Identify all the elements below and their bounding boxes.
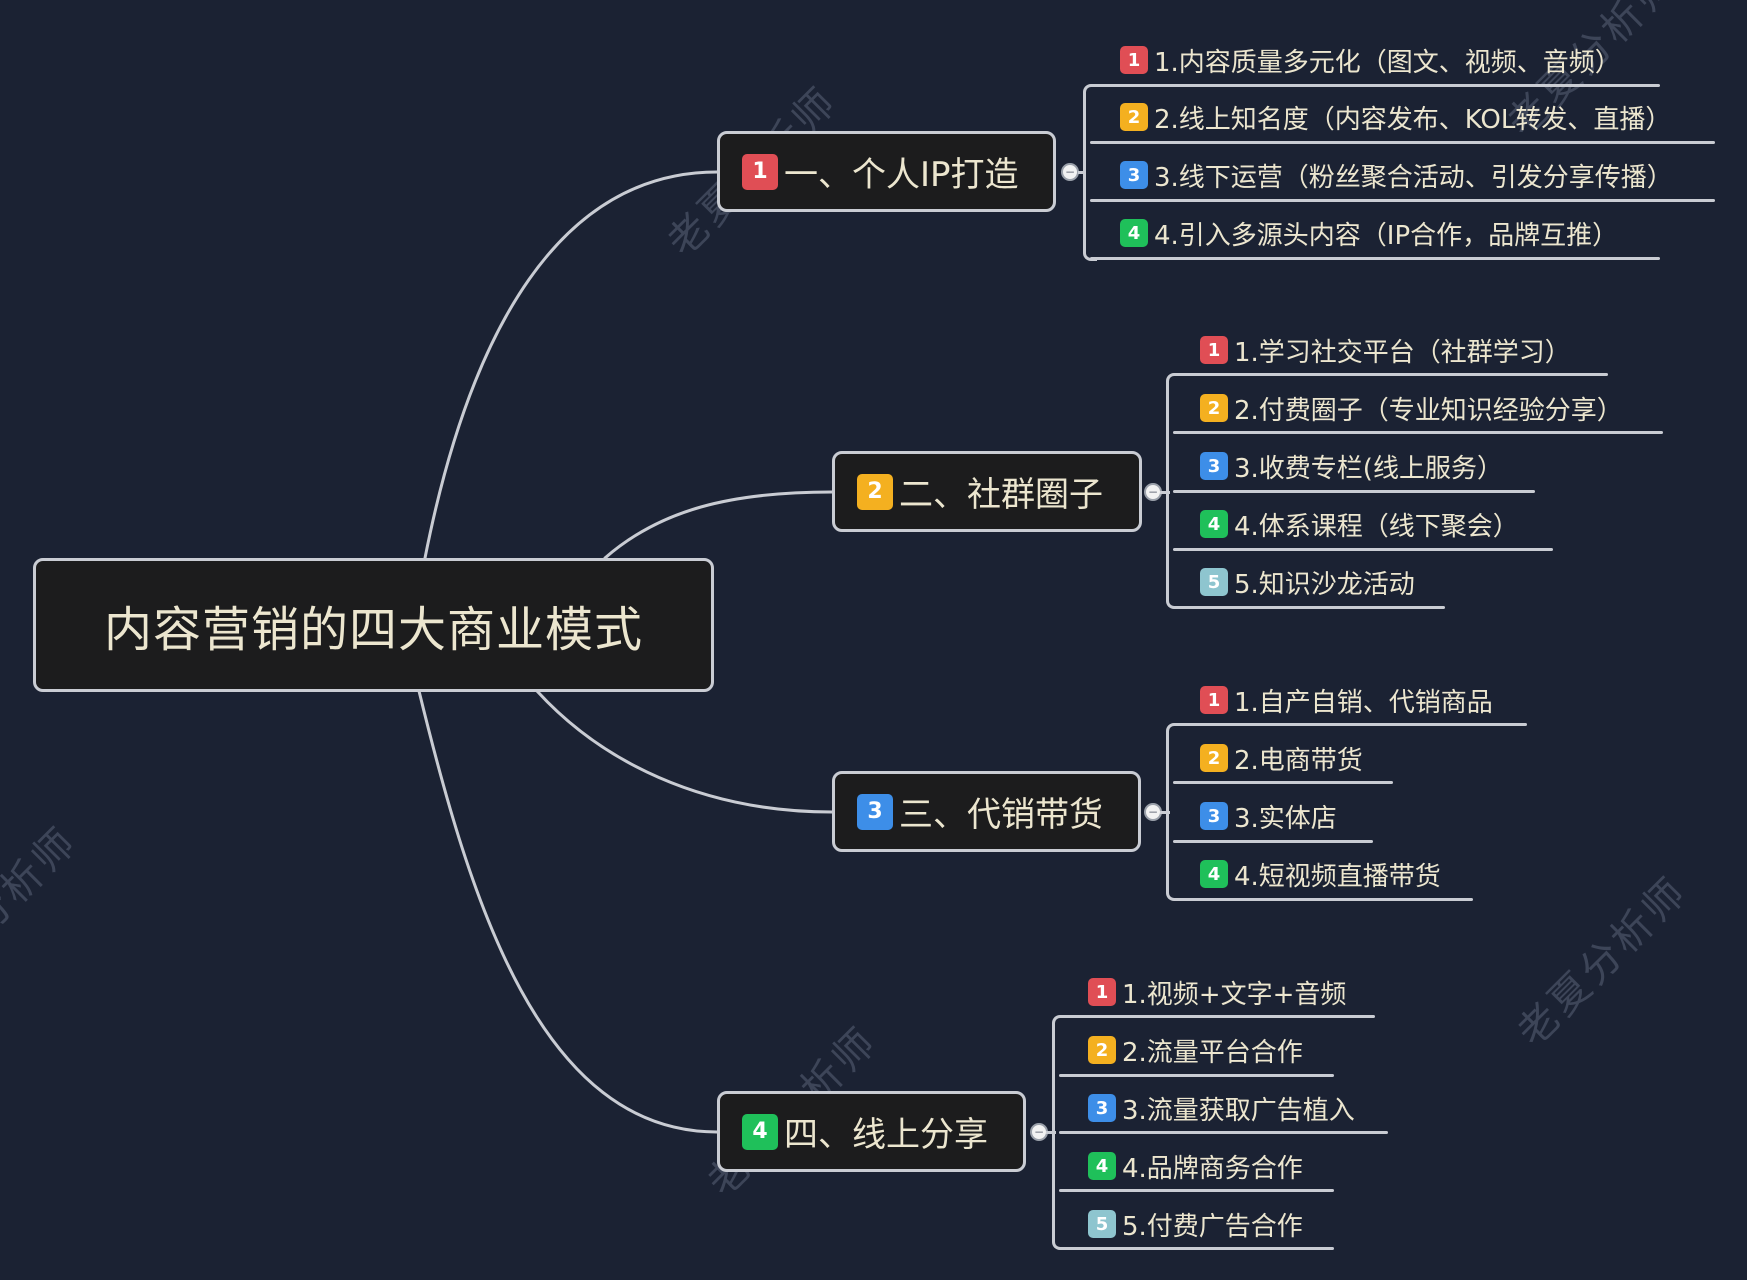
- priority-5-icon: 5: [1200, 568, 1228, 596]
- list-item[interactable]: 2 2.线上知名度（内容发布、KOL转发、直播）: [1120, 99, 1671, 135]
- item-label: 3.线下运营（粉丝聚合活动、引发分享传播）: [1154, 162, 1673, 193]
- item-underline: [1173, 431, 1663, 434]
- item-label: 2.付费圈子（专业知识经验分享）: [1234, 395, 1623, 426]
- connector-branch-1: [423, 170, 719, 560]
- item-underline: [1173, 490, 1535, 493]
- list-item[interactable]: 3 3.实体店: [1200, 798, 1337, 834]
- connector-branch-4: [417, 689, 719, 1134]
- priority-2-icon: 2: [1088, 1036, 1116, 1064]
- connector-branch-2: [603, 490, 834, 560]
- item-label: 1.学习社交平台（社群学习）: [1234, 337, 1571, 368]
- item-underline: [1090, 141, 1715, 144]
- item-underline: [1059, 1247, 1334, 1250]
- priority-3-icon: 3: [1120, 161, 1148, 189]
- item-underline: [1173, 898, 1473, 901]
- item-underline: [1059, 1015, 1375, 1018]
- children-bracket: [1083, 84, 1097, 261]
- branch-label: 四、线上分享: [784, 1115, 988, 1155]
- branch-node-1[interactable]: 1 一、个人IP打造: [717, 131, 1056, 212]
- item-label: 5.付费广告合作: [1122, 1211, 1303, 1242]
- list-item[interactable]: 1 1.视频+文字+音频: [1088, 974, 1346, 1010]
- branch-node-4[interactable]: 4 四、线上分享: [717, 1091, 1026, 1172]
- branch-label: 一、个人IP打造: [784, 155, 1019, 195]
- priority-5-icon: 5: [1088, 1210, 1116, 1238]
- connector-branch-3: [535, 689, 834, 814]
- list-item[interactable]: 2 2.付费圈子（专业知识经验分享）: [1200, 390, 1623, 426]
- list-item[interactable]: 1 1.自产自销、代销商品: [1200, 682, 1493, 718]
- item-label: 4.引入多源头内容（IP合作，品牌互推）: [1154, 220, 1619, 251]
- children-bracket: [1166, 723, 1180, 901]
- priority-2-icon: 2: [1120, 103, 1148, 131]
- item-underline: [1090, 84, 1660, 87]
- list-item[interactable]: 5 5.知识沙龙活动: [1200, 564, 1415, 600]
- item-underline: [1173, 781, 1393, 784]
- item-label: 4.体系课程（线下聚会）: [1234, 511, 1519, 542]
- bracket-stub: [1160, 811, 1170, 814]
- root-node[interactable]: 内容营销的四大商业模式: [33, 558, 714, 692]
- priority-4-icon: 4: [1200, 860, 1228, 888]
- priority-3-icon: 3: [857, 793, 893, 830]
- list-item[interactable]: 3 3.收费专栏(线上服务）: [1200, 448, 1503, 484]
- list-item[interactable]: 4 4.品牌商务合作: [1088, 1148, 1303, 1184]
- branch-label: 三、代销带货: [899, 795, 1103, 835]
- list-item[interactable]: 4 4.短视频直播带货: [1200, 856, 1441, 892]
- priority-4-icon: 4: [1120, 219, 1148, 247]
- priority-3-icon: 3: [1088, 1094, 1116, 1122]
- item-label: 5.知识沙龙活动: [1234, 569, 1415, 600]
- priority-2-icon: 2: [1200, 744, 1228, 772]
- priority-4-icon: 4: [742, 1113, 778, 1150]
- priority-4-icon: 4: [1200, 510, 1228, 538]
- priority-1-icon: 1: [1200, 686, 1228, 714]
- collapse-toggle-icon[interactable]: −: [1061, 163, 1079, 181]
- list-item[interactable]: 3 3.线下运营（粉丝聚合活动、引发分享传播）: [1120, 157, 1673, 193]
- branch-node-2[interactable]: 2 二、社群圈子: [832, 451, 1142, 532]
- priority-3-icon: 3: [1200, 802, 1228, 830]
- list-item[interactable]: 3 3.流量获取广告植入: [1088, 1090, 1355, 1126]
- root-title: 内容营销的四大商业模式: [103, 602, 643, 658]
- item-label: 1.自产自销、代销商品: [1234, 687, 1493, 718]
- priority-1-icon: 1: [742, 153, 778, 190]
- item-label: 3.收费专栏(线上服务）: [1234, 453, 1503, 484]
- branch-node-3[interactable]: 3 三、代销带货: [832, 771, 1141, 852]
- item-underline: [1090, 257, 1660, 260]
- item-label: 4.短视频直播带货: [1234, 861, 1441, 892]
- priority-2-icon: 2: [857, 473, 893, 510]
- list-item[interactable]: 4 4.引入多源头内容（IP合作，品牌互推）: [1120, 215, 1618, 251]
- item-underline: [1173, 723, 1527, 726]
- item-underline: [1059, 1074, 1334, 1077]
- list-item[interactable]: 5 5.付费广告合作: [1088, 1206, 1303, 1242]
- priority-3-icon: 3: [1200, 452, 1228, 480]
- item-underline: [1173, 606, 1445, 609]
- branch-label: 二、社群圈子: [899, 475, 1103, 515]
- bracket-stub: [1046, 1131, 1056, 1134]
- item-label: 1.内容质量多元化（图文、视频、音频）: [1154, 47, 1621, 78]
- item-label: 3.流量获取广告植入: [1122, 1095, 1355, 1126]
- item-underline: [1173, 840, 1373, 843]
- item-underline: [1059, 1189, 1334, 1192]
- list-item[interactable]: 4 4.体系课程（线下聚会）: [1200, 506, 1519, 542]
- bracket-stub: [1078, 171, 1086, 174]
- item-label: 4.品牌商务合作: [1122, 1153, 1303, 1184]
- item-underline: [1173, 373, 1608, 376]
- item-underline: [1090, 199, 1715, 202]
- priority-1-icon: 1: [1120, 46, 1148, 74]
- item-label: 3.实体店: [1234, 803, 1337, 834]
- list-item[interactable]: 1 1.内容质量多元化（图文、视频、音频）: [1120, 42, 1621, 78]
- item-underline: [1173, 548, 1553, 551]
- priority-2-icon: 2: [1200, 394, 1228, 422]
- priority-4-icon: 4: [1088, 1152, 1116, 1180]
- priority-1-icon: 1: [1200, 336, 1228, 364]
- item-label: 1.视频+文字+音频: [1122, 979, 1347, 1010]
- priority-1-icon: 1: [1088, 978, 1116, 1006]
- list-item[interactable]: 1 1.学习社交平台（社群学习）: [1200, 332, 1571, 368]
- bracket-stub: [1160, 491, 1170, 494]
- item-label: 2.电商带货: [1234, 745, 1363, 776]
- item-underline: [1059, 1131, 1388, 1134]
- item-label: 2.流量平台合作: [1122, 1037, 1303, 1068]
- list-item[interactable]: 2 2.电商带货: [1200, 740, 1363, 776]
- list-item[interactable]: 2 2.流量平台合作: [1088, 1032, 1303, 1068]
- item-label: 2.线上知名度（内容发布、KOL转发、直播）: [1154, 104, 1672, 135]
